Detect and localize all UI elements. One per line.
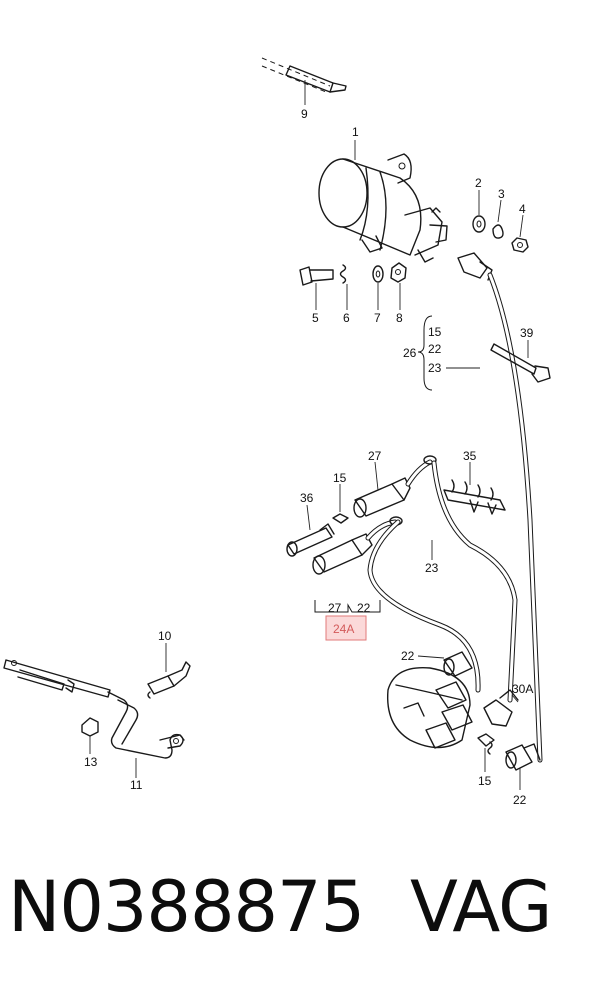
part-30a-angled-connector bbox=[483, 689, 519, 727]
callout-26-15: 15 bbox=[428, 325, 442, 339]
callout-8: 8 bbox=[396, 311, 403, 325]
callout-3: 3 bbox=[498, 187, 505, 201]
callout-35: 35 bbox=[463, 449, 477, 463]
part-9-cable-end bbox=[261, 57, 347, 105]
brace-group-26 bbox=[417, 315, 433, 391]
parts-27-15-36-connectors bbox=[286, 455, 437, 575]
callout-36: 36 bbox=[300, 491, 314, 505]
callout-4: 4 bbox=[519, 202, 526, 216]
exploded-parts-diagram: 9 1 2 3 4 5 6 7 8 15 26 22 23 39 27 35 1… bbox=[3, 57, 551, 807]
callout-39: 39 bbox=[520, 326, 534, 340]
callout-1: 1 bbox=[352, 125, 359, 139]
brand-label: VAG bbox=[410, 866, 552, 948]
callout-6: 6 bbox=[343, 311, 350, 325]
callout-22-bottom-bracket: 22 bbox=[357, 601, 371, 615]
callout-10: 10 bbox=[158, 629, 172, 643]
callout-13: 13 bbox=[84, 755, 98, 769]
callout-23-mid: 23 bbox=[425, 561, 439, 575]
parts-5-6-7-8-fasteners-left bbox=[299, 262, 407, 310]
callout-2: 2 bbox=[475, 176, 482, 190]
callout-24a: 24A bbox=[333, 622, 354, 636]
callout-26: 26 bbox=[403, 346, 417, 360]
callout-22-bottom: 22 bbox=[513, 793, 527, 807]
distributor-cap bbox=[386, 666, 473, 749]
callout-9: 9 bbox=[301, 107, 308, 121]
part-15-22-lower bbox=[477, 733, 541, 790]
part-35-cable-holder bbox=[443, 462, 506, 515]
ht-leads-long bbox=[314, 460, 518, 703]
callout-5: 5 bbox=[312, 311, 319, 325]
callout-15-bottom: 15 bbox=[478, 774, 492, 788]
callout-26-22: 22 bbox=[428, 342, 442, 356]
footer: N0388875 VAG bbox=[0, 872, 600, 982]
callout-27-bottom: 27 bbox=[328, 601, 342, 615]
callout-15-top: 15 bbox=[333, 471, 347, 485]
callout-27-top: 27 bbox=[368, 449, 382, 463]
left-bracket-assembly bbox=[3, 643, 191, 778]
part-22-plug-boot bbox=[417, 651, 473, 677]
part-39-cable-tie bbox=[490, 340, 551, 383]
callout-7: 7 bbox=[374, 311, 381, 325]
parts-2-3-4-fasteners-right bbox=[472, 190, 529, 253]
ht-lead-coil bbox=[446, 252, 543, 763]
callout-26-23: 23 bbox=[428, 361, 442, 375]
callout-30a: 30A bbox=[512, 682, 533, 696]
callout-22-boot: 22 bbox=[401, 649, 415, 663]
callout-11: 11 bbox=[130, 778, 143, 792]
callout-labels: 9 1 2 3 4 5 6 7 8 15 26 22 23 39 27 35 1… bbox=[84, 107, 534, 807]
part-1-ignition-coil bbox=[318, 140, 448, 263]
part-number: N0388875 bbox=[8, 866, 365, 948]
highlight-24a-box bbox=[325, 615, 367, 641]
